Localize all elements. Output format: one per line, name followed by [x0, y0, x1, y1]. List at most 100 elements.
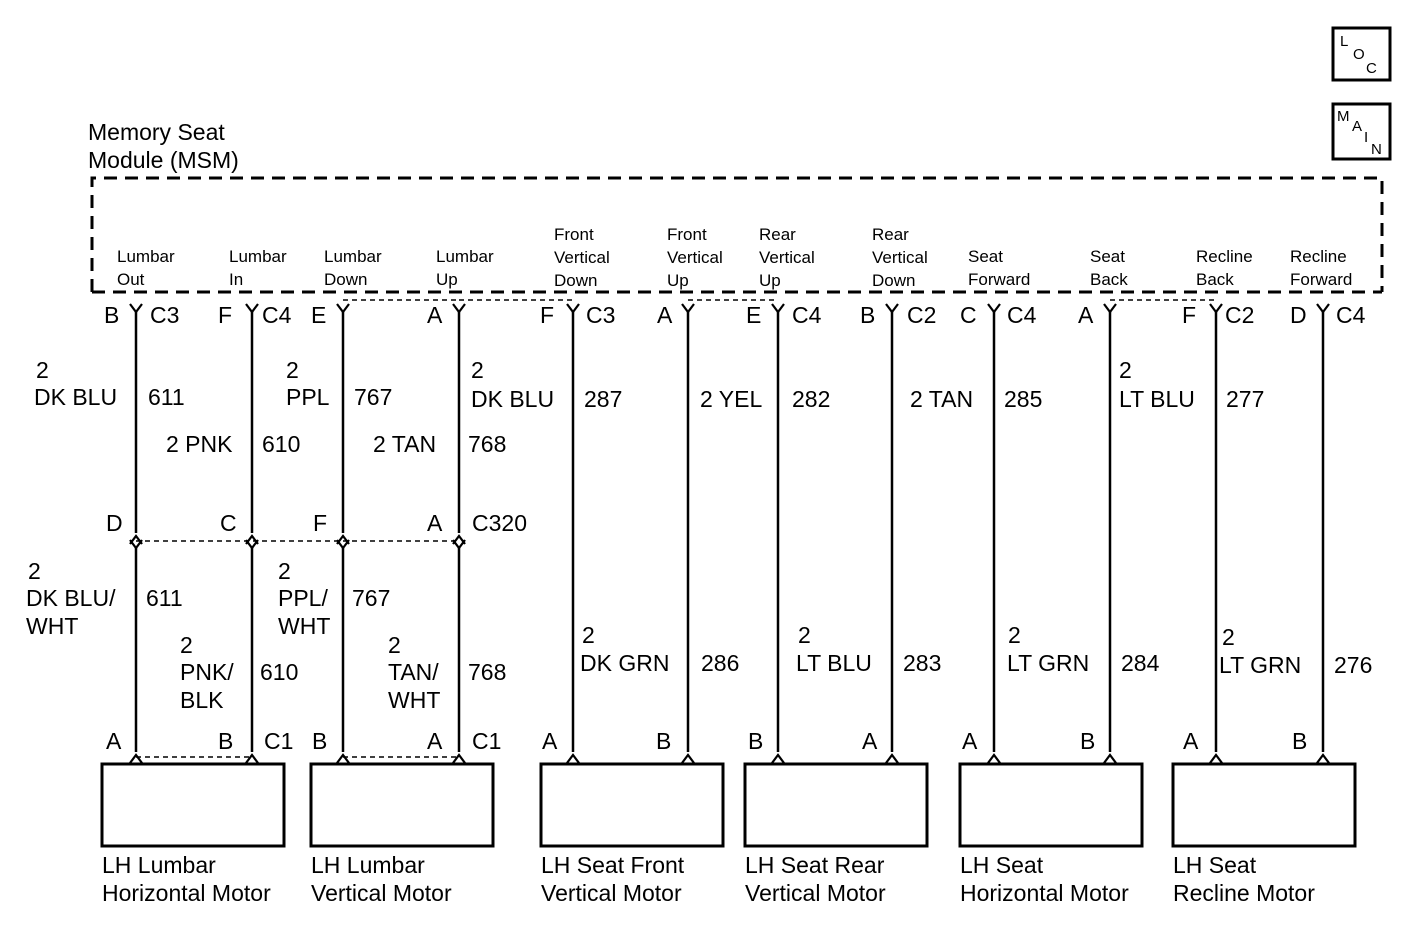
wire-283-color: LT BLU	[796, 650, 872, 676]
wire-611-lower-circuit: 611	[146, 585, 183, 611]
motor-terminal-2	[336, 753, 350, 764]
signal-front-vertical-up-line1: Front	[667, 225, 707, 244]
wire-610-lower-gauge: 2	[180, 632, 193, 658]
inline-connector-c320[interactable]: D C F A C320	[106, 510, 527, 542]
wire-285-color: 2 TAN	[910, 386, 973, 412]
c320-pin-a: A	[427, 510, 443, 536]
module-pin-11-letter: D	[1290, 302, 1307, 328]
motor-0-label-line2: Horizontal Motor	[102, 880, 271, 906]
module-boundary	[90, 176, 1384, 292]
motor-pin-3-connector: C1	[472, 728, 501, 754]
wire-767-lower-circuit: 767	[352, 585, 390, 611]
module-terminal-9	[1103, 303, 1117, 314]
signal-seat-back-line1: Seat	[1090, 247, 1125, 266]
direct-wire-lower-labels: 2 DK GRN 286 2 LT BLU 283 2 LT GRN 284 2…	[580, 622, 1372, 678]
module-pin-10-letter: F	[1182, 302, 1196, 328]
motor-pin-6-letter: B	[748, 728, 763, 754]
wire-287-gauge: 2	[471, 357, 484, 383]
signal-rear-vertical-up-line1: Rear	[759, 225, 796, 244]
lower-wire-labels: 2 DK BLU/ WHT 611 2 PNK/ BLK 610 2 PPL/ …	[26, 558, 506, 713]
module-terminal-7	[885, 303, 899, 314]
wire-768-lower-color2: WHT	[388, 687, 440, 713]
signal-rear-vertical-down-line3: Down	[872, 271, 915, 290]
wire-767-lower-gauge: 2	[278, 558, 291, 584]
wire-276-color: LT GRN	[1219, 652, 1301, 678]
motor-terminal-11	[1316, 753, 1330, 764]
signal-labels: LumbarOutLumbarInLumbarDownLumbarUpFront…	[117, 225, 1352, 290]
motor-2-label-line1: LH Seat Front	[541, 852, 685, 878]
wire-610-lower-color1: PNK/	[180, 659, 234, 685]
motor-pin-9-letter: B	[1080, 728, 1095, 754]
signal-recline-forward-line2: Forward	[1290, 270, 1352, 289]
module-terminal-5	[681, 303, 695, 314]
signal-front-vertical-up-line2: Vertical	[667, 248, 723, 267]
wire-284-color: LT GRN	[1007, 650, 1089, 676]
c320-pin-c: C	[220, 510, 237, 536]
signal-rear-vertical-up-line2: Vertical	[759, 248, 815, 267]
module-pin-6-connector: C4	[792, 302, 822, 328]
wire-287-color: DK BLU	[471, 386, 554, 412]
wire-277-gauge: 2	[1119, 357, 1132, 383]
module-pin-3-letter: A	[427, 302, 443, 328]
module-pin-8-letter: C	[960, 302, 977, 328]
module-terminal-2	[336, 303, 350, 314]
motor-terminal-4	[566, 753, 580, 764]
signal-seat-forward-line2: Forward	[968, 270, 1030, 289]
wire-767-color: PPL	[286, 384, 330, 410]
motor-2-label-line2: Vertical Motor	[541, 880, 682, 906]
motor-terminal-8	[987, 753, 1001, 764]
signal-front-vertical-down-line2: Vertical	[554, 248, 610, 267]
signal-lumbar-out-line1: Lumbar	[117, 247, 175, 266]
motor-terminal-7	[885, 753, 899, 764]
module-terminal-8	[987, 303, 1001, 314]
motor-0-label-line1: LH Lumbar	[102, 852, 216, 878]
wire-277-circuit: 277	[1226, 386, 1264, 412]
module-pin-4-letter: F	[540, 302, 554, 328]
motor-pin-7-letter: A	[862, 728, 878, 754]
wire-767-circuit: 767	[354, 384, 392, 410]
main-letter-a: A	[1352, 118, 1362, 135]
signal-rear-vertical-up-line3: Up	[759, 271, 781, 290]
loc-badge[interactable]: L O C	[1331, 26, 1392, 82]
motor-pin-1-letter: B	[218, 728, 233, 754]
signal-rear-vertical-down-line1: Rear	[872, 225, 909, 244]
wire-768-lower-gauge: 2	[388, 632, 401, 658]
signal-front-vertical-up-line3: Up	[667, 271, 689, 290]
module-pin-7-connector: C2	[907, 302, 936, 328]
wire-611-gauge: 2	[36, 357, 49, 383]
wire-611-circuit: 611	[148, 384, 185, 410]
wire-611-lower-gauge: 2	[28, 558, 41, 584]
signal-recline-forward-line1: Recline	[1290, 247, 1347, 266]
module-pin-0-letter: B	[104, 302, 119, 328]
upper-wire-labels: 2 DK BLU 611 2 PNK 610 2 PPL 767 2 TAN 7…	[34, 357, 506, 457]
module-pin-11-connector: C4	[1336, 302, 1366, 328]
wire-286-circuit: 286	[701, 650, 739, 676]
module-pin-4-connector: C3	[586, 302, 615, 328]
motor-terminal-0	[129, 753, 143, 764]
motor-0-box	[100, 762, 286, 848]
module-pin-10-connector: C2	[1225, 302, 1254, 328]
motor-terminal-3	[452, 753, 466, 764]
signal-lumbar-in-line2: In	[229, 270, 243, 289]
motor-pin-1-connector: C1	[264, 728, 293, 754]
c320-connector-name: C320	[472, 510, 527, 536]
motor-pin-4-letter: A	[542, 728, 558, 754]
motor-5-label-line2: Recline Motor	[1173, 880, 1315, 906]
c320-pin-d: D	[106, 510, 123, 536]
module-terminal-3	[452, 303, 466, 314]
module-pin-6-letter: E	[746, 302, 761, 328]
main-letter-n: N	[1371, 141, 1382, 158]
loc-letter-o: O	[1353, 46, 1365, 63]
main-badge[interactable]: M A I N	[1331, 102, 1392, 161]
wire-767-lower-color1: PPL/	[278, 585, 328, 611]
wire-610-lower-color2: BLK	[180, 687, 224, 713]
module-pin-1-connector: C4	[262, 302, 292, 328]
